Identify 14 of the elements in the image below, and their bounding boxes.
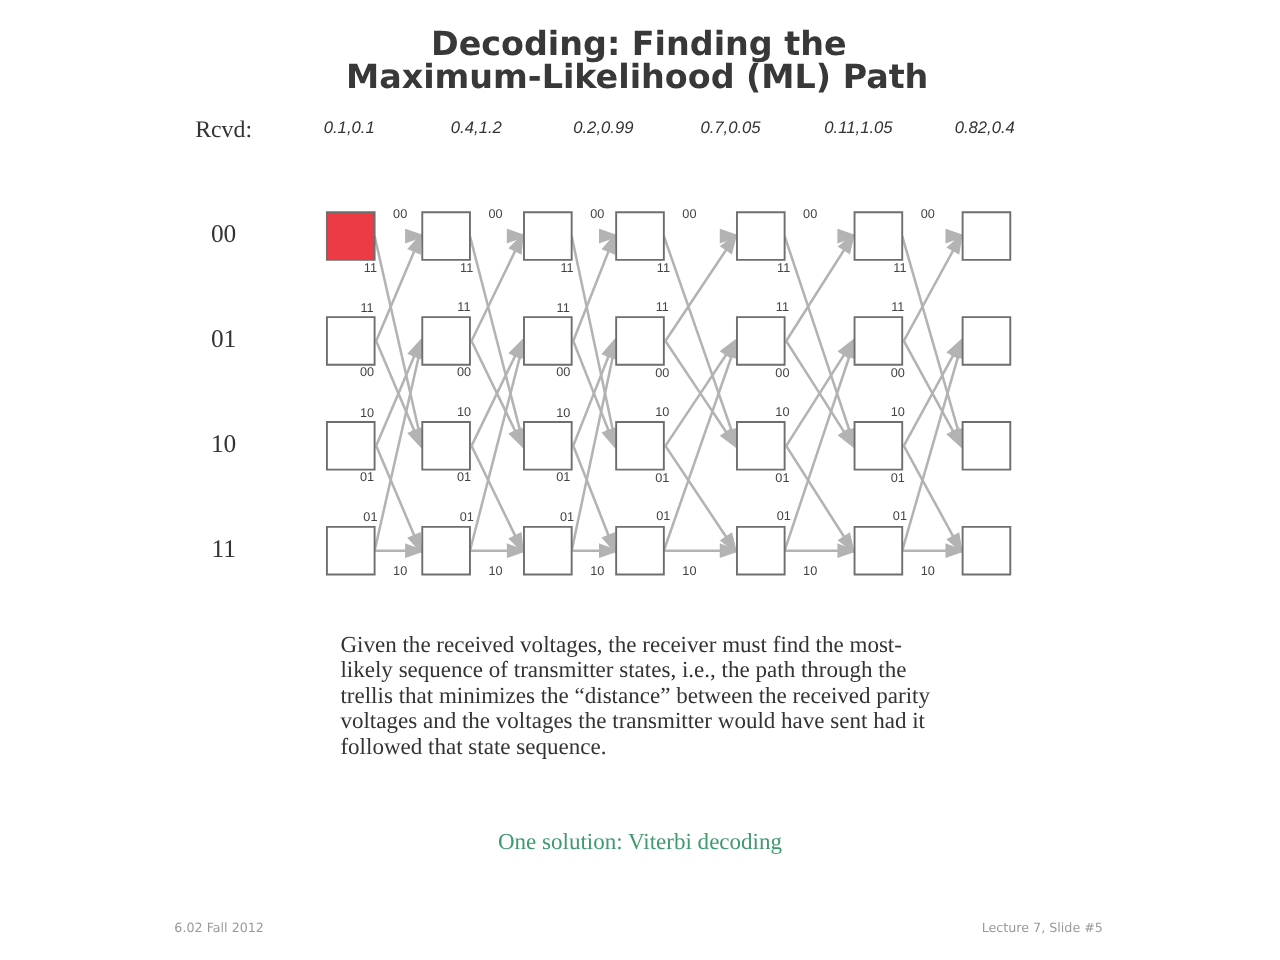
label: One solution: Viterbi decoding	[497, 830, 783, 855]
label: 10	[210, 429, 237, 458]
label: 0.82,0.4	[954, 117, 1015, 138]
diagram-title: Decoding: Finding the Maximum-Likelihood (ML) Path	[345, 24, 929, 96]
label: 01	[210, 324, 237, 353]
label: 0.2,0.99	[573, 117, 634, 138]
label: 0.4,1.2	[450, 117, 502, 138]
label: 00	[210, 220, 237, 249]
label: 0.7,0.05	[700, 117, 761, 138]
label: Rcvd:	[195, 114, 253, 143]
label: 11	[211, 534, 236, 563]
label: Given the received voltages, the receiver must find the most-likely sequence of transmitter states, i.e., the path through the trellis that minimizes the “distance” between the received parity voltages and the voltages the transmitter would have sent had it followed that state sequence.	[340, 633, 931, 760]
label: 0.11,1.05	[824, 117, 893, 138]
label: 0.1,0.1	[323, 117, 375, 138]
